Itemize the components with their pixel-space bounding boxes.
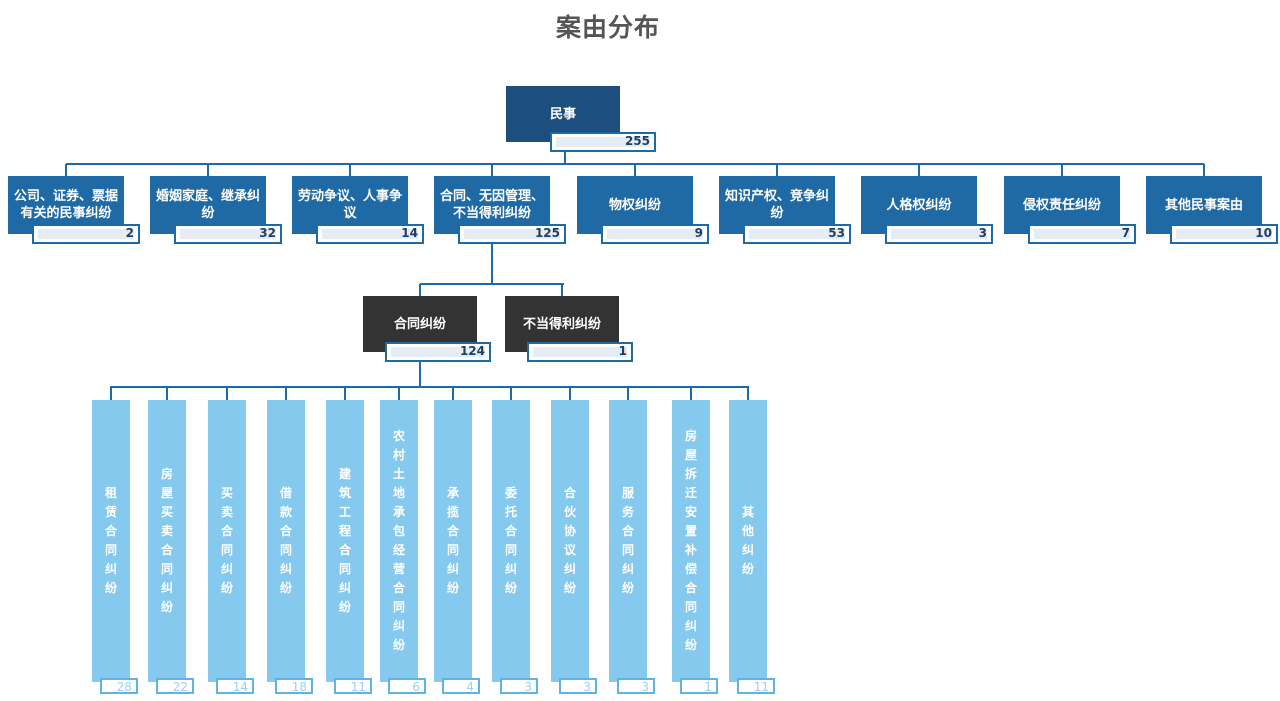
leaf-node-10-value: 3 — [617, 678, 655, 694]
node-tort-liability-count: 7 — [1121, 226, 1130, 240]
leaf-node-12-count: 11 — [753, 680, 769, 694]
node-contract-dispute-value: 124 — [385, 342, 491, 362]
leaf-node-7-count: 4 — [466, 680, 474, 694]
leaf-node-11-count: 1 — [704, 680, 712, 694]
leaf-node-4-count: 18 — [291, 680, 307, 694]
node-ip-competition-count: 53 — [828, 226, 845, 240]
node-company-securities-count: 2 — [125, 226, 134, 240]
leaf-node-9-count: 3 — [583, 680, 591, 694]
node-personality-rights-value: 3 — [885, 224, 993, 244]
leaf-node-1-count: 28 — [116, 680, 132, 694]
node-contract-dispute-count: 124 — [459, 344, 485, 358]
leaf-node-9-value: 3 — [559, 678, 597, 694]
node-labor-dispute-count: 14 — [401, 226, 418, 240]
node-contract-unjust-count: 125 — [534, 226, 560, 240]
leaf-node-12-label: 其他纠纷 — [729, 400, 767, 682]
node-other-civil-value: 10 — [1170, 224, 1278, 244]
root-node-value: 255 — [550, 132, 656, 152]
leaf-node-11-value: 1 — [680, 678, 718, 694]
node-marriage-inheritance-count: 32 — [259, 226, 276, 240]
node-unjust-enrichment-count: 1 — [618, 344, 627, 358]
node-labor-dispute-value: 14 — [316, 224, 424, 244]
leaf-node-2-label: 房屋买卖合同纠纷 — [148, 400, 186, 682]
leaf-node-8-value: 3 — [500, 678, 538, 694]
leaf-node-6-label: 农村土地承包经营合同纠纷 — [380, 400, 418, 682]
leaf-node-10-label: 服务合同纠纷 — [609, 400, 647, 682]
node-contract-unjust-value: 125 — [458, 224, 566, 244]
leaf-node-1-label: 租赁合同纠纷 — [92, 400, 130, 682]
leaf-node-11-label: 房屋拆迁安置补偿合同纠纷 — [672, 400, 710, 682]
leaf-node-4-value: 18 — [275, 678, 313, 694]
leaf-node-8-count: 3 — [524, 680, 532, 694]
node-property-rights-count: 9 — [694, 226, 703, 240]
leaf-node-5-label: 建筑工程合同纠纷 — [326, 400, 364, 682]
leaf-node-3-count: 14 — [232, 680, 248, 694]
leaf-node-6-value: 6 — [388, 678, 426, 694]
leaf-node-5-value: 11 — [334, 678, 372, 694]
leaf-node-1-value: 28 — [100, 678, 138, 694]
node-unjust-enrichment-value: 1 — [527, 342, 633, 362]
node-property-rights-value: 9 — [601, 224, 709, 244]
leaf-node-2-count: 22 — [172, 680, 188, 694]
leaf-node-10-count: 3 — [641, 680, 649, 694]
leaf-node-8-label: 委托合同纠纷 — [492, 400, 530, 682]
root-node-count: 255 — [624, 134, 650, 148]
node-tort-liability-value: 7 — [1028, 224, 1136, 244]
leaf-node-9-label: 合伙协议纠纷 — [551, 400, 589, 682]
node-personality-rights-count: 3 — [978, 226, 987, 240]
page-title: 案由分布 — [555, 13, 660, 42]
leaf-node-2-value: 22 — [156, 678, 194, 694]
leaf-node-6-count: 6 — [412, 680, 420, 694]
leaf-node-7-value: 4 — [442, 678, 480, 694]
leaf-node-3-label: 买卖合同纠纷 — [208, 400, 246, 682]
node-marriage-inheritance-value: 32 — [174, 224, 282, 244]
leaf-node-3-value: 14 — [216, 678, 254, 694]
leaf-node-5-count: 11 — [350, 680, 366, 694]
leaf-node-12-value: 11 — [737, 678, 775, 694]
node-company-securities-value: 2 — [32, 224, 140, 244]
leaf-node-7-label: 承揽合同纠纷 — [434, 400, 472, 682]
node-ip-competition-value: 53 — [743, 224, 851, 244]
leaf-node-4-label: 借款合同纠纷 — [267, 400, 305, 682]
node-other-civil-count: 10 — [1255, 226, 1272, 240]
